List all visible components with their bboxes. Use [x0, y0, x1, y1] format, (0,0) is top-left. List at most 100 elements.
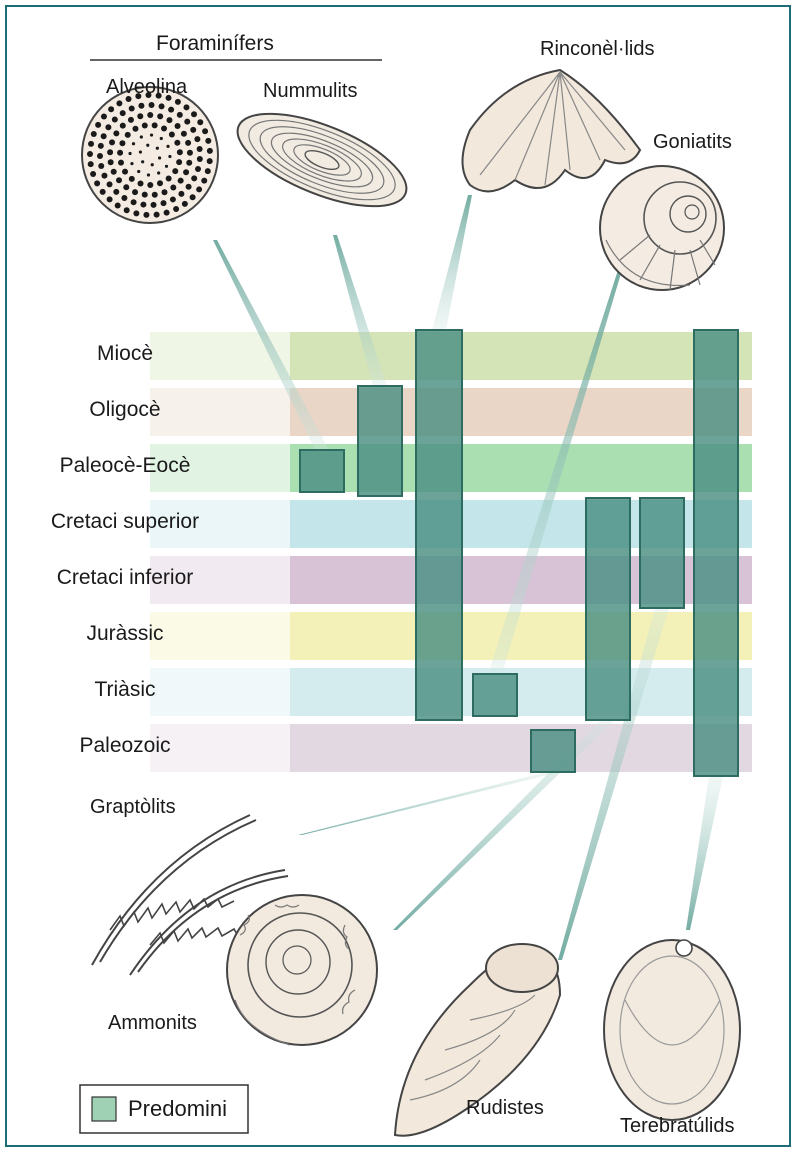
alveolina-pore: [166, 175, 172, 181]
alveolina-pore: [152, 122, 158, 128]
alveolina-pore: [97, 153, 103, 159]
alveolina-pore: [112, 116, 118, 122]
alveolina-pore: [129, 105, 135, 111]
alveolina-pore: [140, 202, 146, 208]
alveolina-pore: [158, 156, 161, 159]
alveolina-pore: [177, 149, 183, 155]
period-band: [290, 612, 752, 660]
alveolina-pore: [88, 161, 94, 167]
alveolina-pore: [177, 112, 183, 118]
alveolina-pore: [190, 194, 196, 200]
period-label: Cretaci superior: [0, 510, 250, 534]
alveolina-pore: [182, 201, 188, 207]
alveolina-pore: [132, 142, 135, 145]
range-bar-goniatits: [473, 674, 517, 716]
alveolina-pore: [88, 141, 94, 147]
alveolina-pore: [90, 171, 96, 177]
alveolina-pore: [185, 140, 191, 146]
alveolina-pore: [147, 173, 150, 176]
alveolina-pore: [174, 140, 180, 146]
period-label: Paleozoic: [0, 734, 250, 758]
alveolina-pore: [191, 111, 197, 117]
alveolina-pore: [165, 165, 168, 168]
alveolina-pore: [170, 196, 176, 202]
alveolina-pore: [187, 150, 193, 156]
period-band: [290, 724, 752, 772]
period-label: Triàsic: [0, 678, 250, 702]
alveolina-pore: [151, 202, 157, 208]
range-bar-ammonits: [586, 498, 630, 720]
alveolina-pore: [137, 170, 140, 173]
range-bar-nummulits: [358, 386, 402, 496]
alveolina-pore: [116, 177, 122, 183]
alveolina-pore: [183, 104, 189, 110]
period-band: [290, 332, 752, 380]
alveolina-pore: [123, 184, 129, 190]
alveolina-pore: [172, 168, 178, 174]
alveolina-pore: [149, 102, 155, 108]
alveolina-pore: [98, 163, 104, 169]
legend-swatch: [92, 1097, 116, 1121]
alveolina-pore: [113, 189, 119, 195]
alveolina-pore: [147, 112, 153, 118]
alveolina-pore: [131, 199, 137, 205]
alveolina-pore: [142, 122, 148, 128]
alveolina-pore: [101, 114, 107, 120]
alveolina-pore: [191, 175, 197, 181]
alveolina-pore: [100, 189, 106, 195]
alveolina-pore: [207, 148, 213, 154]
label-terebratulids: Terebratúlids: [620, 1115, 735, 1138]
alveolina-pore: [197, 156, 203, 162]
alveolina-pore: [166, 117, 172, 123]
alveolina-pore: [183, 169, 189, 175]
alveolina-pore: [116, 100, 122, 106]
period-label: Paleocè-Eocè: [0, 454, 250, 478]
alveolina-pore: [173, 206, 179, 212]
alveolina-pore: [160, 137, 163, 140]
goniatits-illustration: [600, 166, 724, 290]
range-bar-rinconellids: [416, 330, 462, 720]
alveolina-pore: [197, 119, 203, 125]
alveolina-pore: [101, 173, 107, 179]
alveolina-pore: [159, 103, 165, 109]
group-heading: Foraminífers: [156, 32, 274, 56]
alveolina-pore: [151, 163, 154, 166]
alveolina-pore: [146, 144, 149, 147]
legend-label: Predomini: [128, 1096, 227, 1122]
alveolina-illustration: [82, 87, 218, 223]
alveolina-pore: [157, 113, 163, 119]
alveolina-pore: [108, 159, 114, 165]
alveolina-pore: [94, 180, 100, 186]
alveolina-pore: [164, 210, 170, 216]
alveolina-pore: [161, 200, 167, 206]
alveolina-pore: [143, 212, 149, 218]
alveolina-pore: [108, 106, 114, 112]
alveolina-pore: [91, 131, 97, 137]
alveolina-pore: [137, 113, 143, 119]
label-rinconellids: Rinconèl·lids: [540, 38, 655, 61]
alveolina-pore: [156, 147, 159, 150]
alveolina-pore: [175, 99, 181, 105]
alveolina-pore: [207, 158, 213, 164]
alveolina-pore: [128, 152, 131, 155]
alveolina-pore: [175, 123, 181, 129]
alveolina-pore: [201, 178, 207, 184]
alveolina-pore: [101, 133, 107, 139]
alveolina-pore: [176, 159, 182, 165]
alveolina-pore: [202, 128, 208, 134]
alveolina-pore: [138, 103, 144, 109]
alveolina-pore: [197, 146, 203, 152]
period-label: Cretaci inferior: [0, 566, 250, 590]
alveolina-pore: [140, 135, 143, 138]
ammonits-illustration: [227, 895, 377, 1045]
alveolina-pore: [119, 140, 125, 146]
label-nummulits: Nummulits: [263, 80, 357, 103]
alveolina-pore: [147, 182, 153, 188]
alveolina-pore: [190, 127, 196, 133]
alveolina-pore: [138, 180, 144, 186]
period-band: [290, 668, 752, 716]
alveolina-pore: [107, 181, 113, 187]
alveolina-pore: [168, 107, 174, 113]
alveolina-pore: [120, 123, 126, 129]
